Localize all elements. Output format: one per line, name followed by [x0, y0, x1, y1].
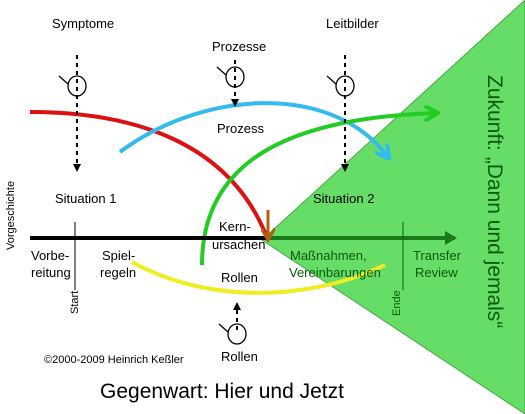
- label-vorbe-1: Vorbe-: [31, 248, 69, 263]
- label-vorbe-2: reitung: [31, 265, 71, 280]
- label-prozesse: Prozesse: [212, 39, 266, 54]
- label-vorgeschichte: Vorgeschichte: [5, 181, 17, 250]
- label-rollen-mid: Rollen: [221, 270, 258, 285]
- eye-icon: [218, 323, 247, 345]
- label-rollen-bottom: Rollen: [221, 349, 258, 364]
- label-massnahmen-1: Maßnahmen,: [290, 248, 367, 263]
- future-triangle: [261, 0, 525, 414]
- label-massnahmen-2: Vereinbarungen: [289, 265, 381, 280]
- label-spiel-1: Spiel-: [102, 248, 135, 263]
- label-kern-2: ursachen: [212, 237, 265, 252]
- label-gegenwart: Gegenwart: Hier und Jetzt: [100, 380, 344, 403]
- label-zukunft: Zukunft: „Dann und jemals“: [483, 75, 506, 328]
- blue-arc: [118, 101, 388, 157]
- label-leitbilder: Leitbilder: [326, 16, 379, 31]
- eye-icon: [326, 75, 355, 97]
- label-prozess: Prozess: [217, 121, 264, 136]
- copyright: ©2000-2009 Heinrich Keßler: [44, 354, 184, 366]
- label-situation-2: Situation 2: [313, 191, 374, 206]
- red-arc: [29, 110, 270, 241]
- label-review: Review: [415, 265, 458, 280]
- yellow-arc: [131, 260, 386, 295]
- label-kern-1: Kern-: [219, 219, 251, 234]
- label-spiel-2: regeln: [100, 265, 136, 280]
- green-arc: [200, 113, 436, 266]
- eye-icon: [216, 66, 245, 88]
- label-ende: Ende: [391, 290, 403, 316]
- label-symptome: Symptome: [52, 16, 114, 31]
- label-transfer: Transfer: [413, 248, 462, 263]
- label-start: Start: [69, 291, 81, 314]
- eye-icon: [58, 75, 87, 97]
- label-situation-1: Situation 1: [55, 191, 116, 206]
